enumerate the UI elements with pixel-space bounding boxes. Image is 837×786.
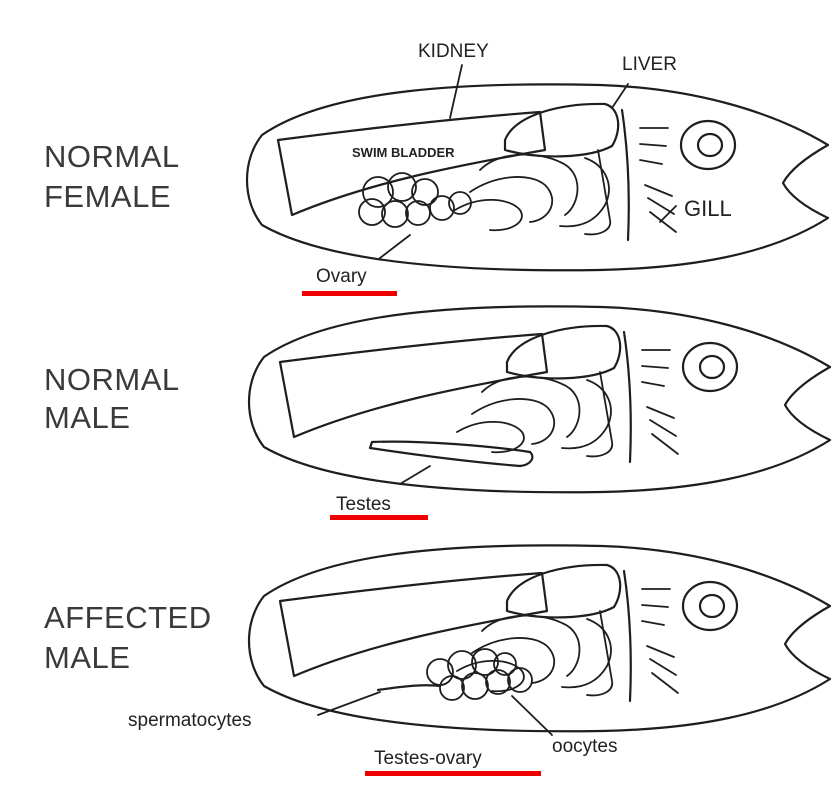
fish-normal-female <box>247 65 828 270</box>
label-liver: LIVER <box>622 54 677 75</box>
title-affected-male-1: AFFECTED <box>44 600 212 635</box>
fish-affected-male <box>249 545 830 735</box>
oocyte-cluster <box>427 649 532 700</box>
testes-underline <box>330 515 428 520</box>
label-ovary: Ovary <box>316 266 367 287</box>
spermatocyte-strand <box>378 685 440 690</box>
title-normal-female-1: NORMAL <box>44 139 180 174</box>
label-spermatocytes: spermatocytes <box>128 710 252 731</box>
label-oocytes: oocytes <box>552 736 617 757</box>
kidney-pointer <box>450 65 462 118</box>
liver-pointer <box>612 84 628 108</box>
oocytes-pointer <box>512 696 552 735</box>
spermatocytes-pointer <box>318 692 380 715</box>
title-normal-female-2: FEMALE <box>44 179 171 214</box>
title-affected-male-2: MALE <box>44 640 130 675</box>
title-normal-male-1: NORMAL <box>44 362 180 397</box>
label-kidney: KIDNEY <box>418 41 489 62</box>
ovary-pointer <box>380 235 410 258</box>
label-swim-bladder: SWIM BLADDER <box>352 145 455 160</box>
label-testes: Testes <box>336 494 391 515</box>
testes-pointer <box>400 466 430 484</box>
label-gill: GILL <box>684 196 732 221</box>
title-normal-male-2: MALE <box>44 400 130 435</box>
label-testes-ovary: Testes-ovary <box>374 748 482 769</box>
fish-normal-male <box>249 306 830 492</box>
ovary-eggs <box>359 173 471 227</box>
ovary-underline <box>302 291 397 296</box>
testes <box>370 442 532 466</box>
testes-ovary-underline <box>365 771 541 776</box>
